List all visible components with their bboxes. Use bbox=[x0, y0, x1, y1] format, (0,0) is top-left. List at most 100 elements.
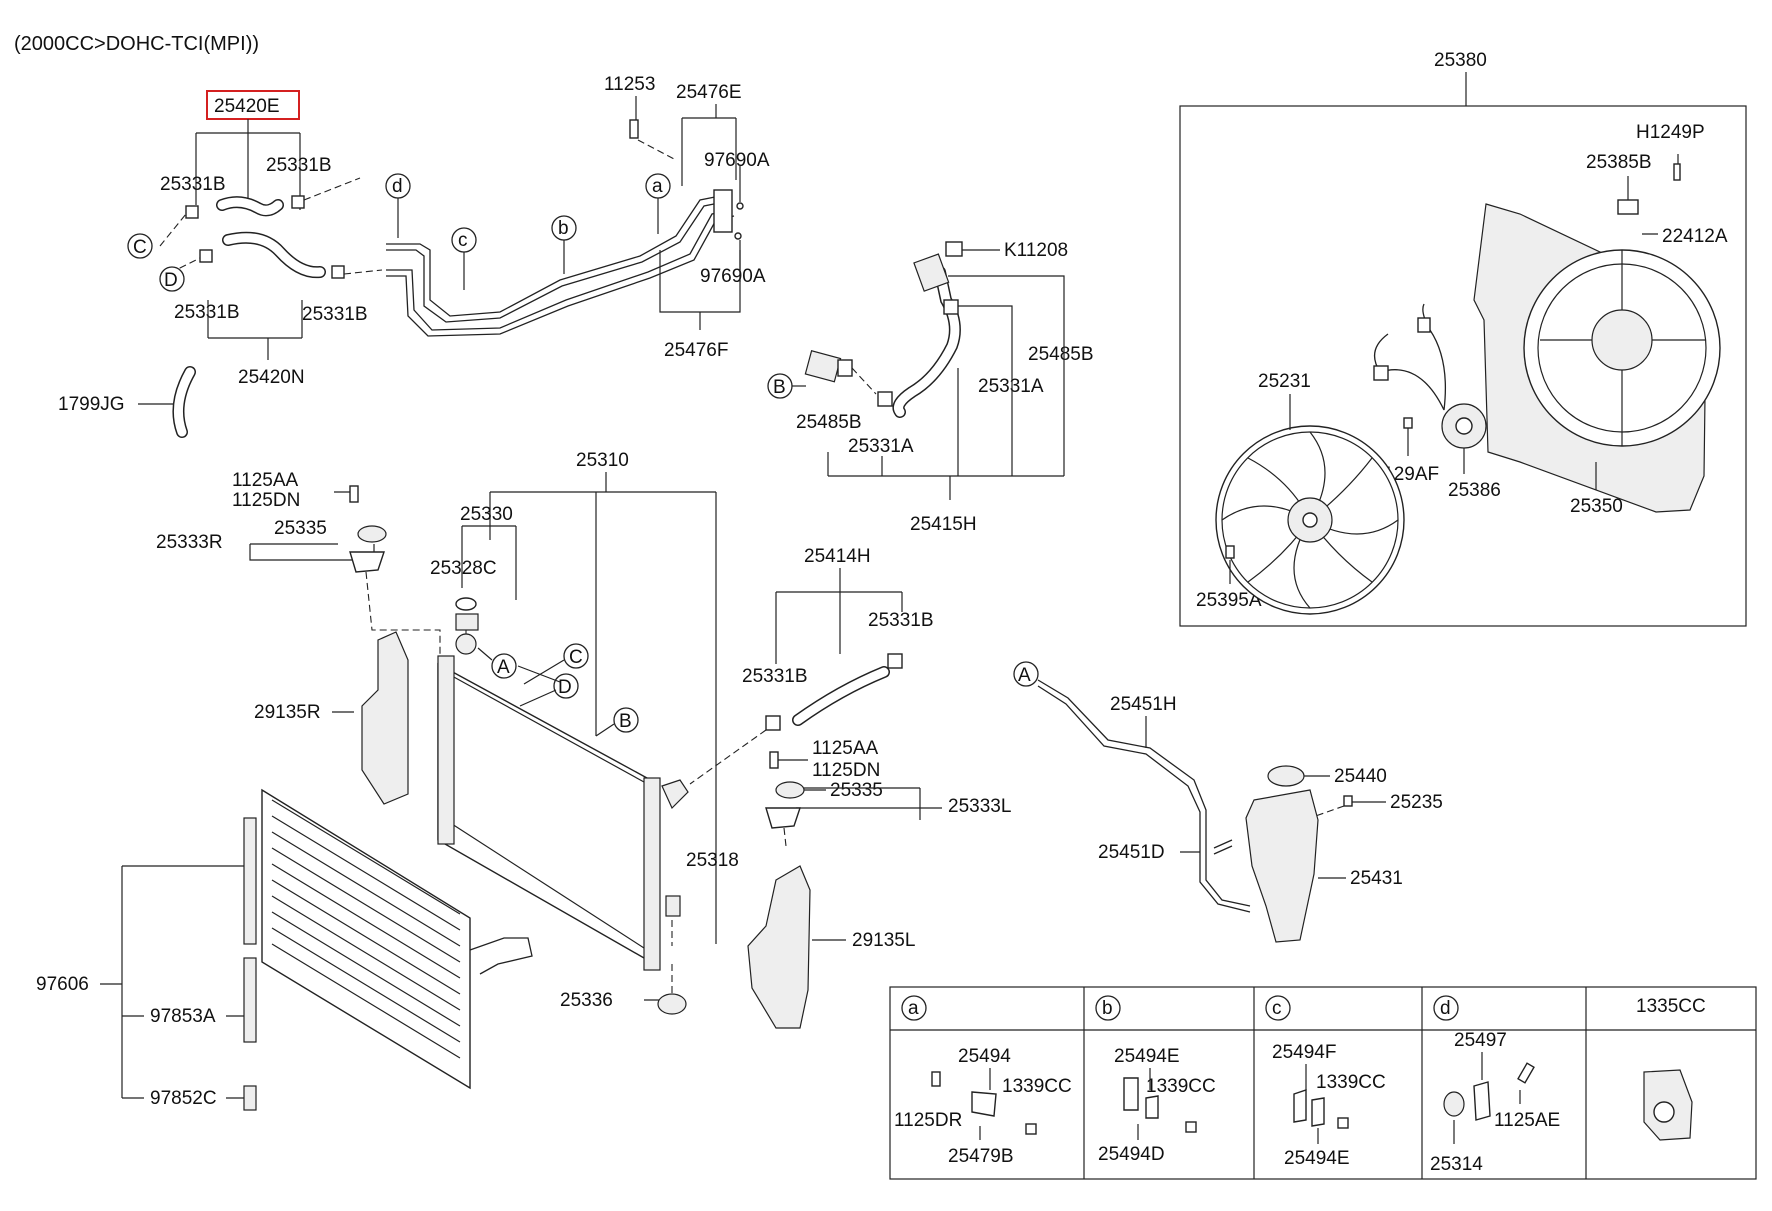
label-25310[interactable]: 25310 bbox=[576, 450, 629, 471]
label-25415H[interactable]: 25415H bbox=[910, 514, 977, 535]
label-25335-left[interactable]: 25335 bbox=[274, 518, 327, 539]
screw-icon bbox=[1225, 545, 1235, 559]
label-25440[interactable]: 25440 bbox=[1334, 766, 1387, 787]
desiccant-icon bbox=[243, 957, 257, 1043]
table-header-circle-d bbox=[1433, 995, 1459, 1021]
drier-cap-icon bbox=[243, 1085, 257, 1111]
small-hose-icon bbox=[1213, 839, 1233, 855]
label-K11208[interactable]: K11208 bbox=[1004, 240, 1068, 261]
label-97690A-top[interactable]: 97690A bbox=[704, 150, 770, 171]
label-1125AA-right[interactable]: 1125AA bbox=[812, 738, 879, 759]
hose-elbow-icon bbox=[913, 253, 950, 292]
label-25331B-lower-right[interactable]: 25331B bbox=[868, 610, 934, 631]
table-header-circle-b bbox=[1095, 995, 1121, 1021]
label-97690A-bottom[interactable]: 97690A bbox=[700, 266, 766, 287]
radiator-group: 25310 1125AA 1125DN 25335 25333R 25330 2… bbox=[156, 450, 739, 1015]
label-29135L[interactable]: 29135L bbox=[852, 930, 915, 951]
label-25318[interactable]: 25318 bbox=[686, 850, 739, 871]
drain-plug-icon bbox=[657, 993, 687, 1015]
hose-end-icon bbox=[804, 350, 842, 383]
label-29135R[interactable]: 29135R bbox=[254, 702, 321, 723]
label-H1249P[interactable]: H1249P bbox=[1636, 122, 1705, 143]
cell-d-25314[interactable]: 25314 bbox=[1430, 1154, 1483, 1175]
table-header-1335CC[interactable]: 1335CC bbox=[1636, 996, 1706, 1017]
label-1125DN-right[interactable]: 1125DN bbox=[812, 760, 880, 781]
marker-circle-D-rad bbox=[553, 673, 579, 699]
label-25331B-left-top[interactable]: 25331B bbox=[160, 174, 226, 195]
label-25414H[interactable]: 25414H bbox=[804, 546, 871, 567]
nut-icon bbox=[1025, 1123, 1037, 1135]
label-25335-right[interactable]: 25335 bbox=[830, 780, 883, 801]
label-25476E[interactable]: 25476E bbox=[676, 82, 742, 103]
clip-icon bbox=[1123, 1077, 1139, 1111]
label-25420N[interactable]: 25420N bbox=[238, 367, 305, 388]
label-1125DN-left[interactable]: 1125DN bbox=[232, 490, 300, 511]
label-25350[interactable]: 25350 bbox=[1570, 496, 1623, 517]
air-guard-left-icon bbox=[747, 865, 811, 1029]
screw-icon bbox=[1673, 163, 1681, 181]
reservoir-tank-icon bbox=[1245, 789, 1319, 943]
cell-d-25497[interactable]: 25497 bbox=[1454, 1030, 1507, 1051]
label-11253[interactable]: 11253 bbox=[604, 74, 655, 95]
label-25385B[interactable]: 25385B bbox=[1586, 152, 1652, 173]
cell-c-25494E[interactable]: 25494E bbox=[1284, 1148, 1350, 1169]
marker-circle-A-rad bbox=[491, 653, 517, 679]
cell-b-25494D[interactable]: 25494D bbox=[1098, 1144, 1165, 1165]
cell-a-25494[interactable]: 25494 bbox=[958, 1046, 1011, 1067]
bushing-icon bbox=[357, 525, 387, 543]
label-22412A[interactable]: 22412A bbox=[1662, 226, 1728, 247]
table-header-a: a bbox=[908, 998, 919, 1019]
label-25231[interactable]: 25231 bbox=[1258, 371, 1311, 392]
label-97606[interactable]: 97606 bbox=[36, 974, 89, 995]
label-25395A[interactable]: 25395A bbox=[1196, 590, 1262, 611]
clip-icon bbox=[971, 1091, 997, 1117]
label-25328C[interactable]: 25328C bbox=[430, 558, 497, 579]
label-25386[interactable]: 25386 bbox=[1448, 480, 1501, 501]
label-25331A-right[interactable]: 25331A bbox=[978, 376, 1044, 397]
label-25331B-right-top[interactable]: 25331B bbox=[266, 155, 332, 176]
label-97852C[interactable]: 97852C bbox=[150, 1088, 217, 1109]
detail-table: a b c d 1335CC 25494 1339CC 1125DR 25479… bbox=[889, 986, 1757, 1180]
label-1125AA-left[interactable]: 1125AA bbox=[232, 470, 299, 491]
marker-C-rad: C bbox=[569, 647, 583, 668]
cell-a-1125DR[interactable]: 1125DR bbox=[894, 1110, 962, 1131]
air-guard-left: 29135L bbox=[747, 865, 915, 1029]
label-25333R[interactable]: 25333R bbox=[156, 532, 223, 553]
label-25330[interactable]: 25330 bbox=[460, 504, 513, 525]
air-guard-right-icon bbox=[361, 631, 409, 805]
label-25331A-left[interactable]: 25331A bbox=[848, 436, 914, 457]
bracket-icon bbox=[349, 551, 385, 573]
label-25336[interactable]: 25336 bbox=[560, 990, 613, 1011]
label-25331B-left-bottom[interactable]: 25331B bbox=[174, 302, 240, 323]
marker-circle-C bbox=[127, 233, 153, 259]
marker-d: d bbox=[392, 176, 403, 197]
label-25451H[interactable]: 25451H bbox=[1110, 694, 1177, 715]
detail-table-frame bbox=[889, 986, 1757, 1180]
label-25331B-right-bottom[interactable]: 25331B bbox=[302, 304, 368, 325]
label-25485B-left[interactable]: 25485B bbox=[796, 412, 862, 433]
label-97853A[interactable]: 97853A bbox=[150, 1006, 216, 1027]
cap-icon bbox=[455, 613, 479, 631]
bolt-icon bbox=[931, 1071, 941, 1087]
label-25431[interactable]: 25431 bbox=[1350, 868, 1403, 889]
clamp-icon bbox=[199, 249, 213, 263]
cell-d-1125AE[interactable]: 1125AE bbox=[1494, 1110, 1560, 1131]
label-25476F[interactable]: 25476F bbox=[664, 340, 728, 361]
label-25380[interactable]: 25380 bbox=[1434, 50, 1487, 71]
label-25333L[interactable]: 25333L bbox=[948, 796, 1011, 817]
label-25420E[interactable]: 25420E bbox=[214, 96, 280, 117]
cell-b-25494E[interactable]: 25494E bbox=[1114, 1046, 1180, 1067]
condenser-core-icon bbox=[261, 788, 471, 1090]
cell-a-25479B[interactable]: 25479B bbox=[948, 1146, 1014, 1167]
cell-c-25494F[interactable]: 25494F bbox=[1272, 1042, 1336, 1063]
label-1799JG[interactable]: 1799JG bbox=[58, 394, 125, 415]
cell-a-1339CC[interactable]: 1339CC bbox=[1002, 1076, 1072, 1097]
marker-A-hose: A bbox=[1018, 665, 1031, 686]
cell-b-1339CC[interactable]: 1339CC bbox=[1146, 1076, 1216, 1097]
label-25331B-lower-left[interactable]: 25331B bbox=[742, 666, 808, 687]
label-25485B-right[interactable]: 25485B bbox=[1028, 344, 1094, 365]
pipe-upper-a bbox=[386, 195, 721, 317]
label-25451D[interactable]: 25451D bbox=[1098, 842, 1165, 863]
label-25235[interactable]: 25235 bbox=[1390, 792, 1443, 813]
cell-c-1339CC[interactable]: 1339CC bbox=[1316, 1072, 1386, 1093]
